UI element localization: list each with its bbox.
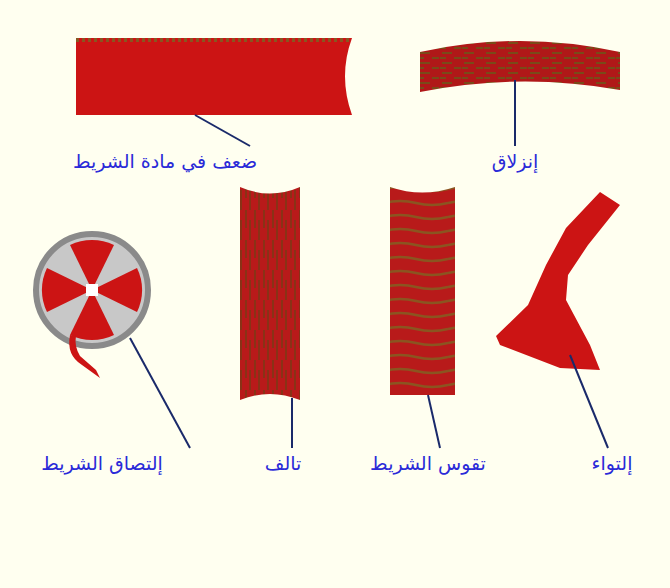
defect-label: إنزلاق	[492, 150, 539, 173]
stuck-tape-reel	[36, 234, 190, 448]
defect-label: إلتصاق الشريط	[41, 452, 163, 475]
defect-label: تالف	[265, 452, 302, 475]
damaged-tape	[240, 187, 300, 448]
twisted-tape	[496, 192, 620, 448]
curled-tape	[390, 187, 455, 448]
defect-label: إلتواء	[592, 452, 633, 475]
weak-tape	[76, 38, 352, 146]
defect-label: تقوس الشريط	[370, 452, 486, 475]
slipped-tape	[420, 41, 620, 146]
defect-label: ضعف في مادة الشريط	[73, 150, 257, 173]
